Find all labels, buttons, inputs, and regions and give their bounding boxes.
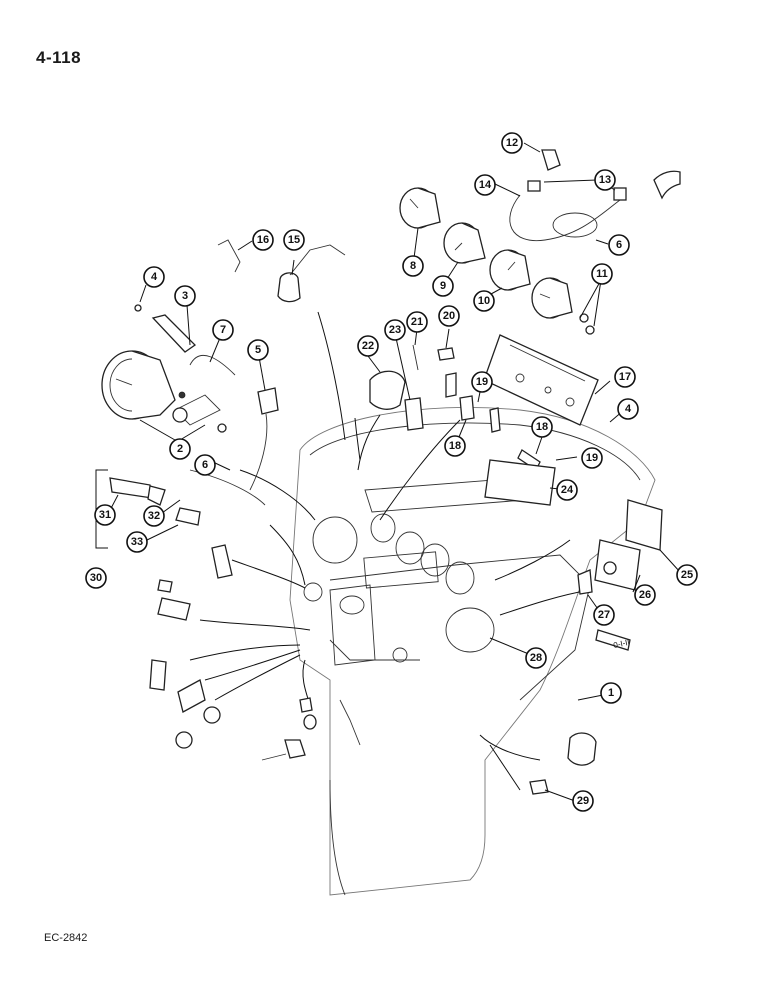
- svg-text:22: 22: [362, 340, 374, 352]
- svg-text:29: 29: [577, 795, 589, 807]
- callout-6b: 6: [608, 234, 630, 256]
- svg-text:13: 13: [599, 174, 611, 186]
- misc-parts: [109, 239, 663, 795]
- callout-14: 14: [474, 174, 496, 196]
- switch-symbol-label: 0-I-II: [613, 638, 631, 650]
- svg-text:31: 31: [99, 509, 111, 521]
- svg-text:33: 33: [131, 536, 143, 548]
- svg-text:6: 6: [616, 239, 622, 251]
- callout-8: 8: [402, 255, 424, 277]
- callout-21: 21: [406, 311, 428, 333]
- svg-text:10: 10: [478, 295, 490, 307]
- callout-7: 7: [212, 319, 234, 341]
- svg-text:7: 7: [220, 324, 226, 336]
- svg-text:30: 30: [90, 572, 102, 584]
- callout-29: 29: [572, 790, 594, 812]
- svg-text:14: 14: [479, 179, 492, 191]
- callout-2: 2: [169, 438, 191, 460]
- callout-17: 17: [614, 366, 636, 388]
- callout-9: 9: [432, 275, 454, 297]
- callout-25: 25: [676, 564, 698, 586]
- figure-code: EC-2842: [44, 932, 88, 944]
- callout-18a: 18: [444, 435, 466, 457]
- svg-text:8: 8: [410, 260, 416, 272]
- callout-10: 10: [473, 290, 495, 312]
- svg-text:19: 19: [476, 376, 488, 388]
- svg-text:6: 6: [202, 459, 208, 471]
- callout-5: 5: [247, 339, 269, 361]
- small-gauges: [399, 187, 595, 335]
- svg-text:26: 26: [639, 589, 651, 601]
- callout-22: 22: [357, 335, 379, 357]
- callout-4b: 4: [617, 398, 639, 420]
- svg-text:17: 17: [619, 371, 631, 383]
- gauge-pipe-fittings: [509, 149, 681, 242]
- svg-text:3: 3: [182, 290, 188, 302]
- callout-27: 27: [593, 604, 615, 626]
- callout-32: 32: [143, 505, 165, 527]
- instrument-panel-housing: [289, 406, 656, 896]
- callout-4a: 4: [143, 266, 165, 288]
- svg-text:27: 27: [598, 609, 610, 621]
- page-number: 4-118: [36, 48, 82, 67]
- callout-16: 16: [252, 229, 274, 251]
- callout-26: 26: [634, 584, 656, 606]
- svg-text:15: 15: [288, 234, 300, 246]
- svg-text:24: 24: [561, 484, 574, 496]
- callout-19a: 19: [471, 371, 493, 393]
- group-bracket-30: [95, 469, 108, 549]
- tachometer-gauge: [101, 350, 227, 433]
- svg-text:25: 25: [681, 569, 693, 581]
- callout-24: 24: [556, 479, 578, 501]
- callout-11: 11: [591, 263, 613, 285]
- svg-text:16: 16: [257, 234, 269, 246]
- svg-text:18: 18: [536, 421, 548, 433]
- callout-leaders: [107, 142, 681, 802]
- warning-lamp-panel: [483, 334, 599, 426]
- svg-text:11: 11: [596, 268, 608, 280]
- assembly-leader-lines: [189, 311, 591, 791]
- svg-text:23: 23: [389, 324, 401, 336]
- callout-28: 28: [525, 647, 547, 669]
- svg-text:18: 18: [449, 440, 461, 452]
- callout-12: 12: [501, 132, 523, 154]
- callout-30: 30: [85, 567, 107, 589]
- svg-text:9: 9: [440, 280, 446, 292]
- callout-19b: 19: [581, 447, 603, 469]
- svg-text:12: 12: [506, 137, 518, 149]
- svg-text:20: 20: [443, 310, 455, 322]
- svg-text:1: 1: [608, 687, 614, 699]
- callout-33: 33: [126, 531, 148, 553]
- callout-18b: 18: [531, 416, 553, 438]
- svg-text:4: 4: [151, 271, 158, 283]
- callout-3: 3: [174, 285, 196, 307]
- svg-text:5: 5: [255, 344, 261, 356]
- callout-6a: 6: [194, 454, 216, 476]
- callout-20: 20: [438, 305, 460, 327]
- callout-1: 1: [600, 682, 622, 704]
- svg-text:19: 19: [586, 452, 598, 464]
- svg-text:28: 28: [530, 652, 542, 664]
- svg-text:21: 21: [411, 316, 423, 328]
- svg-text:32: 32: [148, 510, 160, 522]
- callout-15: 15: [283, 229, 305, 251]
- svg-text:4: 4: [625, 403, 632, 415]
- callout-31: 31: [94, 504, 116, 526]
- svg-text:2: 2: [177, 443, 183, 455]
- callout-23: 23: [384, 319, 406, 341]
- callout-13: 13: [594, 169, 616, 191]
